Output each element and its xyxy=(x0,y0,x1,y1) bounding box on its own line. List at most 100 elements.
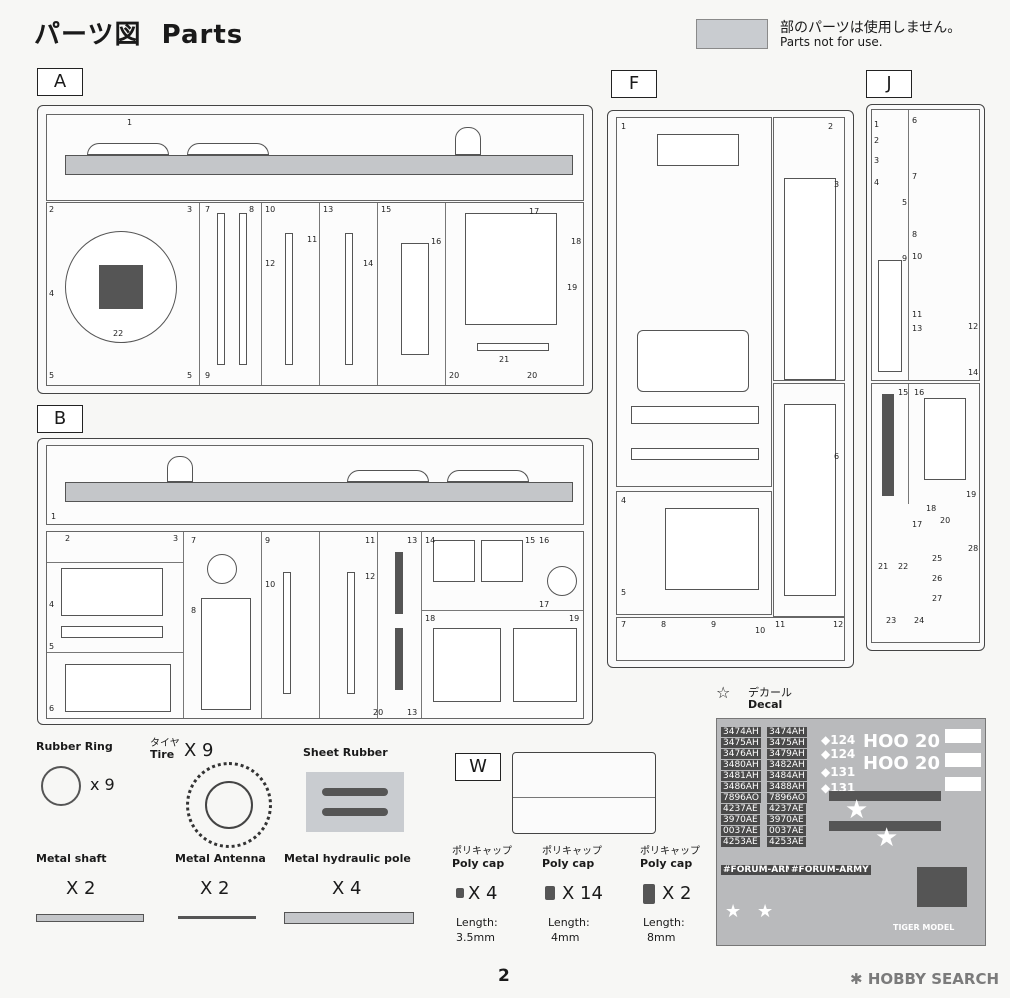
rubber-strip xyxy=(322,788,388,796)
decal-plate: 3970AE xyxy=(767,815,806,825)
sprue-a: 1 2 3 4 5 5 22 7 8 9 10 11 12 13 14 15 1… xyxy=(37,105,593,394)
frame-bracket xyxy=(924,398,966,480)
decal-plate: 4237AE xyxy=(721,804,760,814)
mud-flap xyxy=(395,628,403,690)
decal-code: HOO 20 xyxy=(863,753,940,774)
decal-plate-block xyxy=(917,867,967,907)
sprue-f-door-bay: 4 5 xyxy=(616,491,772,615)
watermark-text: HOBBY SEARCH xyxy=(867,970,1000,988)
sprue-a-chassis-bay: 1 xyxy=(46,114,584,201)
sprue-f-side-bay-2: 6 xyxy=(773,383,845,617)
sprue-f: 1 2 3 6 4 5 7 8 9 10 11 12 xyxy=(607,110,854,668)
decal-stripe xyxy=(829,821,941,831)
tire-hub-icon xyxy=(205,781,253,829)
polycap-3-qty: X 2 xyxy=(662,883,692,904)
decal-stripe xyxy=(829,791,941,801)
decal-tag: ◆124 xyxy=(821,733,856,747)
bed-side xyxy=(784,404,836,596)
sprue-f-small-bay: 7 8 9 10 11 12 xyxy=(616,617,845,661)
decal-plate: 3970AE xyxy=(721,815,760,825)
star-icon: ★ xyxy=(875,823,899,853)
polycap-3-icon xyxy=(643,884,655,904)
tire-icon xyxy=(186,762,272,848)
sprue-j-upper-bay: 1 2 3 4 5 6 7 8 9 10 11 12 13 14 xyxy=(871,109,980,381)
page-title: パーツ図 Parts xyxy=(34,14,243,51)
tie-rod xyxy=(477,343,549,351)
axle xyxy=(345,233,353,365)
leaf-spring xyxy=(187,143,269,155)
sprue-w xyxy=(512,752,656,834)
decal-plate: 3474AH xyxy=(767,727,807,737)
step-frame xyxy=(401,243,429,355)
decal-blank xyxy=(945,729,981,743)
polycap-3-en: Poly cap xyxy=(640,857,693,870)
tail-panel xyxy=(61,568,163,616)
polycap-1-qty: X 4 xyxy=(468,883,498,904)
sprue-f-side-bay: 2 3 xyxy=(773,117,845,381)
decal-plate: 0037AE xyxy=(767,826,806,836)
tire-label-jp: タイヤ xyxy=(150,738,180,749)
sprue-label-b: B xyxy=(37,405,83,433)
decal-plate: 7896AO xyxy=(721,793,761,803)
dashboard xyxy=(631,406,759,424)
rubber-ring-qty: x 9 xyxy=(90,775,115,794)
not-used-swatch xyxy=(696,19,768,49)
sprue-a-lower-bay: 2 3 4 5 5 22 7 8 9 10 11 12 13 14 15 16 … xyxy=(46,202,584,386)
polycap-2-en: Poly cap xyxy=(542,857,595,870)
star-icon: ★ xyxy=(757,901,774,922)
bench xyxy=(631,448,759,460)
axle xyxy=(285,233,293,365)
side-rail xyxy=(882,394,894,496)
metal-shaft-qty: X 2 xyxy=(66,878,96,899)
metal-hydraulic-label: Metal hydraulic pole xyxy=(284,852,411,865)
metal-antenna-qty: X 2 xyxy=(200,878,230,899)
polycap-2-qty: X 14 xyxy=(562,883,603,904)
polycap-1-len-label: Length: xyxy=(456,916,498,929)
watermark-icon: ✱ xyxy=(850,970,863,988)
sprue-b: 1 2 3 4 5 6 7 8 9 10 11 12 13 14 xyxy=(37,438,593,725)
tire-ring xyxy=(547,566,577,596)
fender xyxy=(433,540,475,582)
metal-antenna-icon xyxy=(178,916,256,919)
star-icon: ★ xyxy=(725,901,742,922)
cab-interior xyxy=(637,330,749,392)
decal-plate: 3474AH xyxy=(721,727,761,737)
chassis-rail xyxy=(65,482,573,502)
polycap-3-jp: ポリキャップ xyxy=(640,846,700,857)
star-icon: ★ xyxy=(845,795,869,825)
decal-plate: 3476AH xyxy=(721,749,761,759)
watermark: ✱ HOBBY SEARCH xyxy=(850,970,999,988)
bed-side xyxy=(784,178,836,380)
metal-hydraulic-icon xyxy=(284,912,414,924)
decal-plate: 3488AH xyxy=(767,782,807,792)
drive-shaft xyxy=(217,213,225,365)
metal-shaft-icon xyxy=(36,914,144,922)
decal-plate: 3475AH xyxy=(767,738,807,748)
spare-wheel xyxy=(207,554,237,584)
sprue-j: 1 2 3 4 5 6 7 8 9 10 11 12 13 14 15 16 1… xyxy=(866,104,985,651)
tire-qty: X 9 xyxy=(184,740,214,761)
polycap-1-en: Poly cap xyxy=(452,857,505,870)
decal-plate: 3486AH xyxy=(721,782,761,792)
sprue-label-a: A xyxy=(37,68,83,96)
bumper xyxy=(61,626,163,638)
polycap-3-len: 8mm xyxy=(647,931,676,944)
polycap-2-len-label: Length: xyxy=(548,916,590,929)
title-en: Parts xyxy=(161,20,244,50)
mud-flap xyxy=(395,552,403,614)
leaf-spring xyxy=(87,143,169,155)
decal-plate: 3475AH xyxy=(721,738,761,748)
radiator-grille xyxy=(99,265,143,309)
decal-label-jp: デカール xyxy=(748,686,792,699)
sprue-label-w: W xyxy=(455,753,501,781)
decal-tag: ◆131 xyxy=(821,765,856,779)
decal-plate: 3481AH xyxy=(721,771,761,781)
decal-plate: 3479AH xyxy=(767,749,807,759)
decal-tag: ◆124 xyxy=(821,747,856,761)
axle xyxy=(347,572,355,694)
sheet-rubber-label: Sheet Rubber xyxy=(303,746,388,759)
decal-blank xyxy=(945,777,981,791)
page-number: 2 xyxy=(498,966,510,986)
metal-hydraulic-qty: X 4 xyxy=(332,878,362,899)
